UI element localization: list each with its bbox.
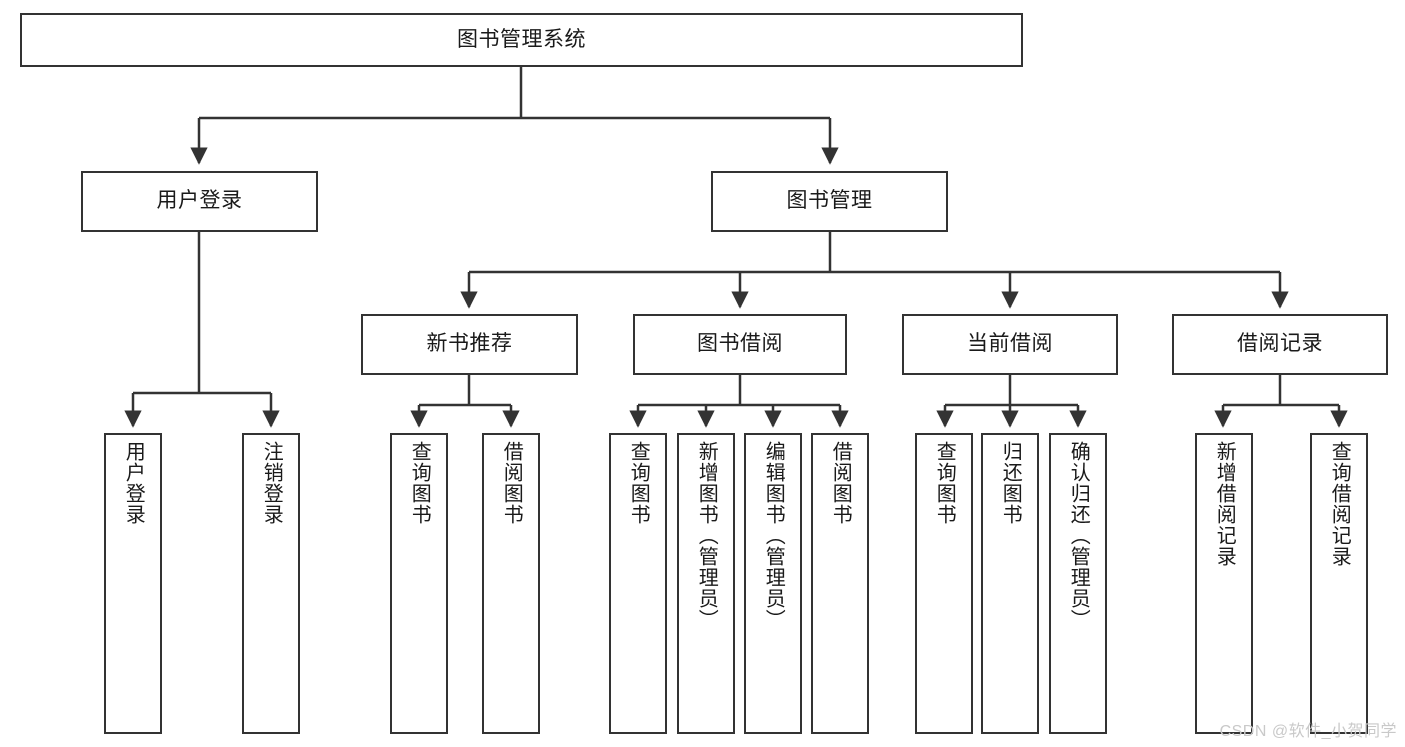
node-label: 图书管理 [786, 189, 873, 213]
node-label: 注销登录 [260, 441, 283, 525]
leaf-borrow-book-1[interactable]: 借阅图书 [482, 433, 540, 734]
node-book-management[interactable]: 图书管理 [711, 171, 948, 232]
node-user-login[interactable]: 用户登录 [81, 171, 318, 232]
node-label: 新增图书（管理员） [695, 441, 718, 630]
node-borrow-record[interactable]: 借阅记录 [1172, 314, 1388, 375]
node-label: 借阅图书 [500, 441, 523, 525]
node-label: 确认归还（管理员） [1067, 441, 1090, 630]
node-label: 编辑图书（管理员） [762, 441, 785, 630]
node-label: 归还图书 [999, 441, 1022, 525]
node-label: 查询借阅记录 [1328, 441, 1351, 567]
leaf-edit-book[interactable]: 编辑图书（管理员） [744, 433, 802, 734]
node-root-system[interactable]: 图书管理系统 [20, 13, 1023, 67]
node-label: 新书推荐 [426, 332, 513, 356]
leaf-query-record[interactable]: 查询借阅记录 [1310, 433, 1368, 734]
node-label: 图书管理系统 [457, 27, 586, 51]
leaf-query-book-3[interactable]: 查询图书 [915, 433, 973, 734]
leaf-add-book[interactable]: 新增图书（管理员） [677, 433, 735, 734]
leaf-query-book-2[interactable]: 查询图书 [609, 433, 667, 734]
node-label: 当前借阅 [967, 332, 1053, 356]
leaf-borrow-book-2[interactable]: 借阅图书 [811, 433, 869, 734]
leaf-add-record[interactable]: 新增借阅记录 [1195, 433, 1253, 734]
node-label: 用户登录 [156, 189, 243, 213]
node-book-borrow[interactable]: 图书借阅 [633, 314, 847, 375]
node-label: 查询图书 [933, 441, 956, 525]
leaf-confirm-return[interactable]: 确认归还（管理员） [1049, 433, 1107, 734]
leaf-user-login[interactable]: 用户登录 [104, 433, 162, 734]
node-label: 借阅记录 [1237, 332, 1323, 356]
leaf-logout[interactable]: 注销登录 [242, 433, 300, 734]
node-label: 新增借阅记录 [1213, 441, 1236, 567]
csdn-watermark: CSDN @软件_小贺同学 [1219, 723, 1397, 740]
node-label: 查询图书 [408, 441, 431, 525]
node-new-book-recommend[interactable]: 新书推荐 [361, 314, 578, 375]
node-label: 查询图书 [627, 441, 650, 525]
node-label: 借阅图书 [829, 441, 852, 525]
leaf-return-book[interactable]: 归还图书 [981, 433, 1039, 734]
node-label: 用户登录 [122, 441, 145, 525]
node-label: 图书借阅 [697, 332, 783, 356]
node-current-borrow[interactable]: 当前借阅 [902, 314, 1118, 375]
leaf-query-book-1[interactable]: 查询图书 [390, 433, 448, 734]
